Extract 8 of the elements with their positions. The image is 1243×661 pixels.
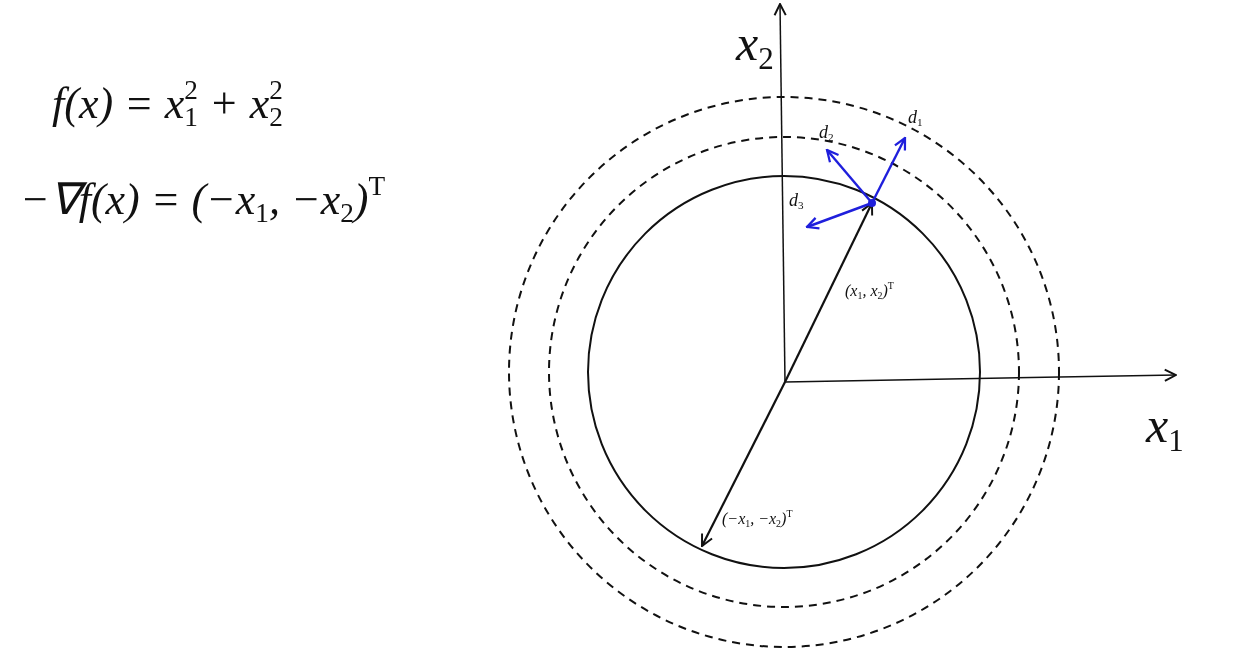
vector-label: d$_{1}$ bbox=[908, 108, 923, 126]
point-label: (x$_{1}$, x$_{2}$)$^{T}$ bbox=[845, 283, 894, 299]
point-label: (−x$_{1}$, −x$_{2}$)$^{T}$ bbox=[722, 511, 793, 527]
vector-label: d$_{2}$ bbox=[819, 123, 834, 141]
axis-label: x$_{2}$ bbox=[736, 18, 774, 68]
axis-label: x$_{1}$ bbox=[1146, 400, 1184, 450]
vector-label: d$_{3}$ bbox=[789, 191, 804, 209]
formula-text: −∇f(x) = (−x$_{1}$, −x$_{2}$)$^{T}$ bbox=[20, 178, 386, 222]
